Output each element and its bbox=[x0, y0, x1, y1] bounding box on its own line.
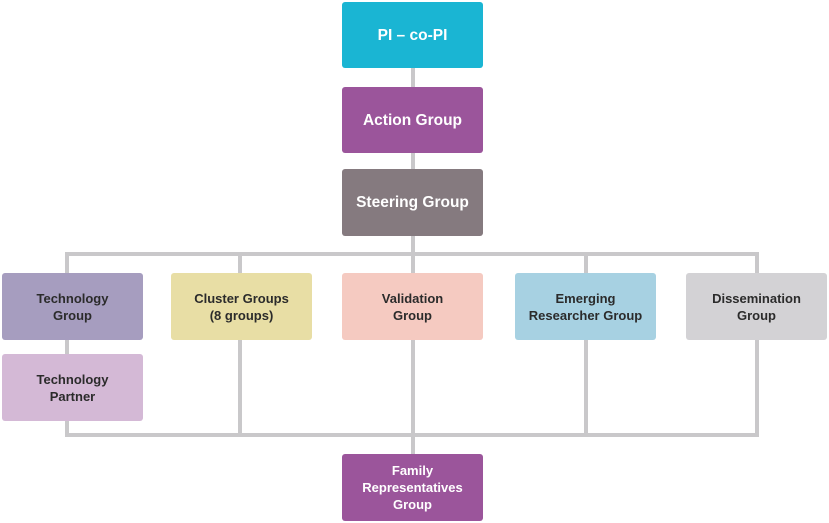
validation-group-label: Validation Group bbox=[381, 290, 444, 323]
technology-group-box: Technology Group bbox=[2, 273, 143, 340]
steering-group-box: Steering Group bbox=[342, 169, 483, 236]
technology-partner-box: Technology Partner bbox=[2, 354, 143, 421]
technology-partner-label: Technology Partner bbox=[36, 371, 109, 404]
cluster-groups-label: Cluster Groups (8 groups) bbox=[194, 290, 289, 323]
validation-group-box: Validation Group bbox=[342, 273, 483, 340]
family-representatives-group-label: Family Representatives Group bbox=[362, 463, 463, 512]
emerging-researcher-group-box: Emerging Researcher Group bbox=[515, 273, 656, 340]
family-representatives-group-box: Family Representatives Group bbox=[342, 454, 483, 521]
steering-group-label: Steering Group bbox=[356, 194, 469, 211]
cluster-groups-box: Cluster Groups (8 groups) bbox=[171, 273, 312, 340]
dissemination-group-label: Dissemination Group bbox=[712, 290, 801, 323]
dissemination-group-box: Dissemination Group bbox=[686, 273, 827, 340]
pi-co-pi-box: PI – co-PI bbox=[342, 2, 483, 68]
pi-co-pi-label: PI – co-PI bbox=[377, 26, 448, 44]
action-group-label: Action Group bbox=[362, 111, 463, 129]
technology-group-label: Technology Group bbox=[36, 290, 109, 323]
action-group-box: Action Group bbox=[342, 87, 483, 153]
emerging-researcher-group-label: Emerging Researcher Group bbox=[528, 290, 643, 323]
